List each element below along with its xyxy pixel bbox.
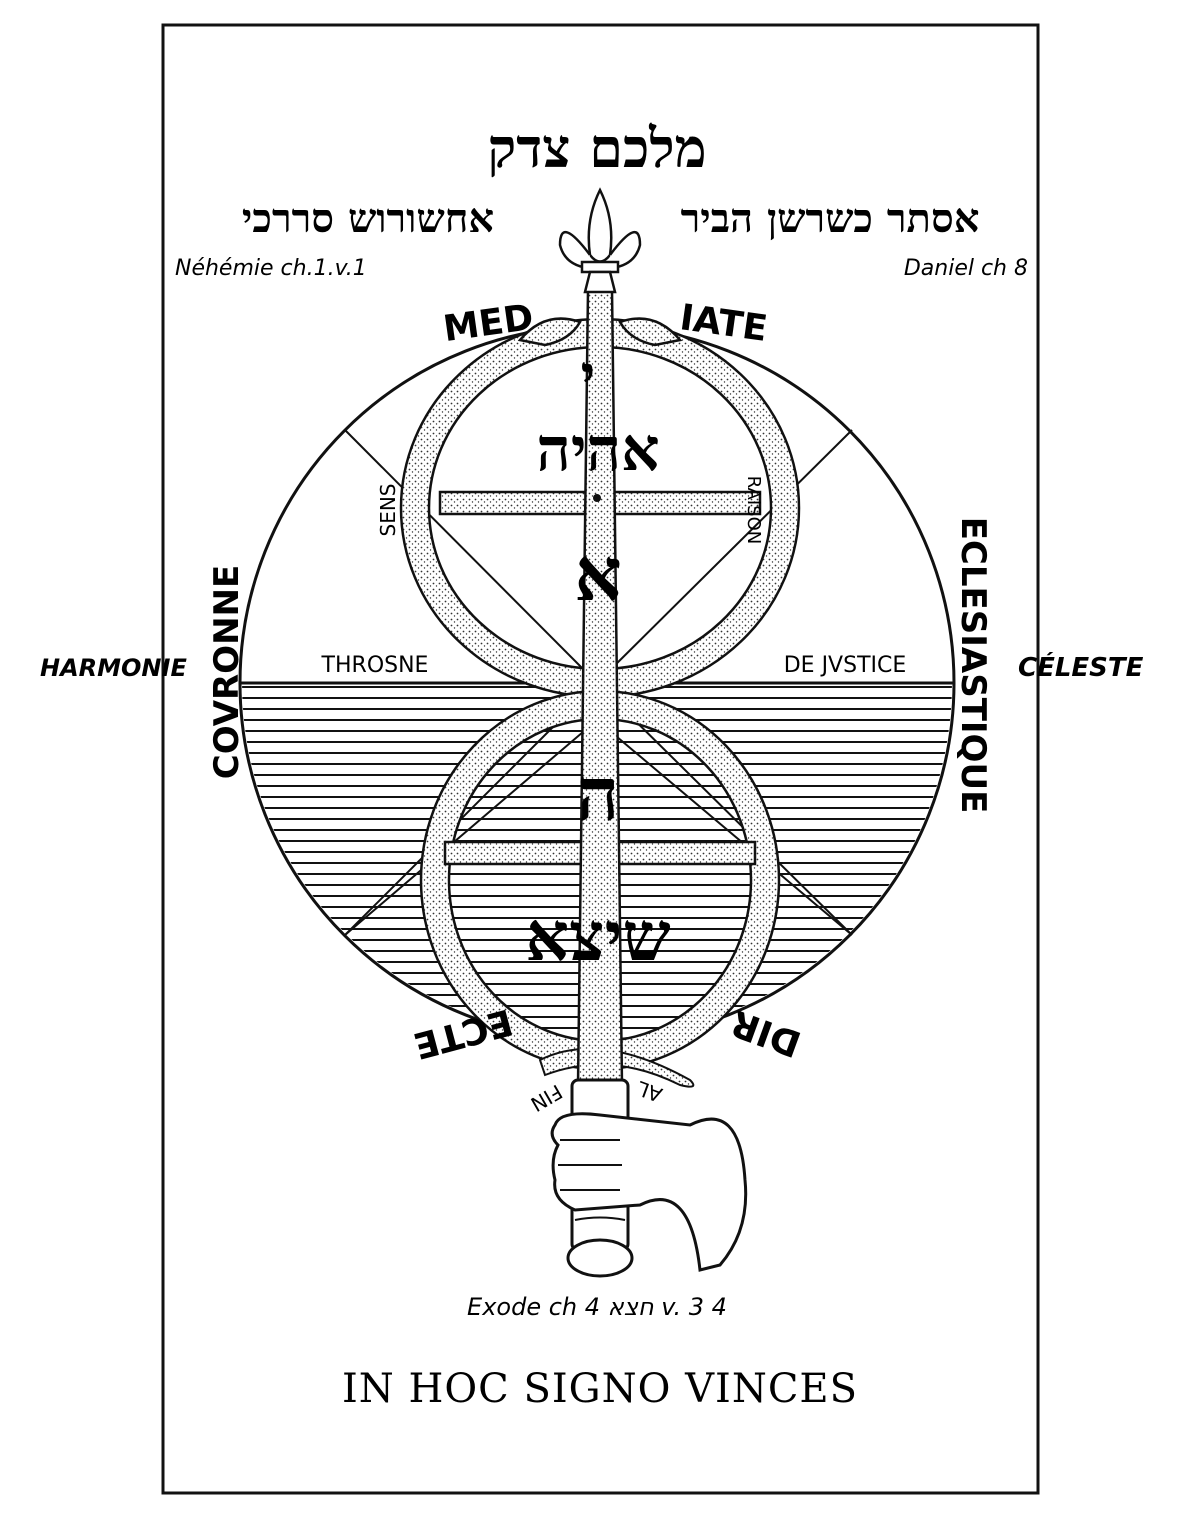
label-sens: SENS [376,484,400,537]
label-harmonie: HARMONIE [40,654,187,682]
label-raison: RAISON [743,476,764,544]
hebrew-line-left: אחשורוש סררכי [242,195,494,242]
motto: IN HOC SIGNO VINCES [342,1366,858,1412]
label-couronne: COVRONNE [207,565,247,779]
letters-lower-row: שיצא [525,897,670,977]
label-throsne: THROSNE [321,653,429,678]
reference-daniel: Daniel ch 8 [904,256,1028,281]
hand-icon [550,1112,748,1272]
letter-middle: א [574,532,622,618]
outer-frame [161,23,1040,1495]
reference-nehemie: Néhémie ch.1.v.1 [175,256,367,281]
label-eclesiastique: ECLESIASTIQUE [953,517,993,814]
diagonal-upper-right [596,429,853,684]
letters-upper-row: אהיה [536,415,659,485]
reference-exode: Exode ch 4 חצא v. 3 4 [467,1293,727,1321]
letter-upper-top: י [581,343,596,409]
label-de-justice: DE JVSTICE [784,653,907,678]
hand-fingers [558,1139,622,1191]
serpent-head-left [517,317,582,347]
label-celeste: CÉLESTE [1018,651,1144,683]
fleur-de-lis-icon [558,187,642,294]
serpent-head-right [618,317,683,347]
label-dir: DIR [726,1001,807,1064]
sword-pommel [566,1238,634,1278]
hebrew-line-right: אסתר כשרשן הביר [681,195,980,242]
blade-center-dot [593,494,601,502]
label-al: AL [633,1076,665,1107]
diagonal-upper-left [344,429,598,684]
label-fin: FIN [526,1080,566,1117]
letter-lower-top: ה [577,752,620,838]
hebrew-title: מלכם צדק [487,116,706,180]
